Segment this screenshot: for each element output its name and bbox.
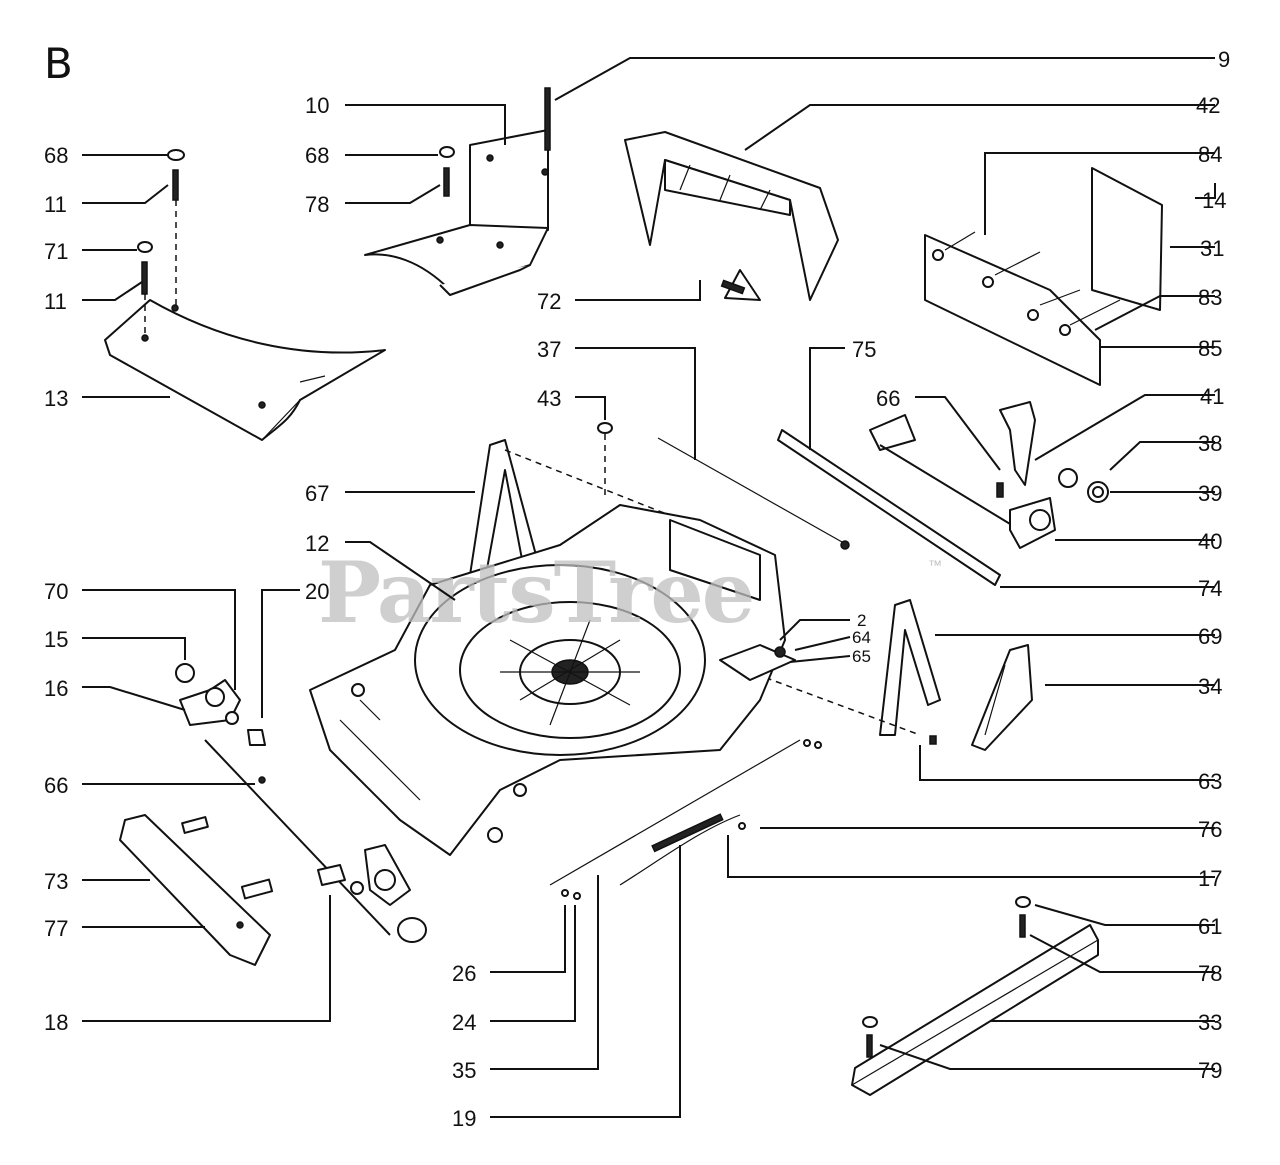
bracket-10-drawing bbox=[364, 87, 551, 296]
watermark: PartsTree bbox=[318, 543, 753, 642]
wheel-assembly-18-drawing bbox=[317, 844, 427, 943]
label-41: 41 bbox=[1200, 384, 1224, 409]
label-33: 33 bbox=[1198, 1010, 1222, 1035]
label-66-right: 66 bbox=[876, 386, 900, 411]
label-64: 64 bbox=[852, 628, 871, 647]
label-15: 15 bbox=[44, 627, 68, 652]
label-40: 40 bbox=[1198, 529, 1222, 554]
label-72: 72 bbox=[537, 289, 561, 314]
fasteners-68-11-71-drawing bbox=[137, 149, 185, 338]
label-66-left: 66 bbox=[44, 773, 68, 798]
label-42: 42 bbox=[1196, 93, 1220, 118]
rear-shield-42-drawing bbox=[624, 131, 839, 301]
label-16: 16 bbox=[44, 676, 68, 701]
label-68: 68 bbox=[44, 143, 68, 168]
mower-deck-12-drawing bbox=[309, 504, 796, 856]
label-65: 65 bbox=[852, 647, 871, 666]
axle-assembly-drawing bbox=[777, 401, 1109, 586]
label-85: 85 bbox=[1198, 336, 1222, 361]
label-31: 31 bbox=[1200, 236, 1224, 261]
label-79: 79 bbox=[1198, 1058, 1222, 1083]
panels-31-84-83-85-drawing bbox=[924, 167, 1163, 386]
label-67: 67 bbox=[305, 481, 329, 506]
watermark-trademark: ™ bbox=[928, 557, 942, 573]
label-2: 2 bbox=[857, 611, 866, 630]
label-84: 84 bbox=[1198, 142, 1222, 167]
section-letter: B bbox=[44, 39, 73, 88]
rod-37-drawing bbox=[597, 422, 850, 550]
label-34: 34 bbox=[1198, 674, 1222, 699]
label-14: 14 bbox=[1202, 188, 1226, 213]
cover-plate-13-drawing bbox=[104, 299, 386, 441]
part-34-drawing bbox=[971, 644, 1033, 751]
handle-69-drawing bbox=[744, 599, 941, 736]
label-68-upper: 68 bbox=[305, 143, 329, 168]
part-labels: 68 11 71 11 13 70 15 16 66 73 77 18 10 6… bbox=[44, 47, 1230, 1131]
part-72-drawing bbox=[720, 269, 761, 301]
label-10: 10 bbox=[305, 93, 329, 118]
label-74: 74 bbox=[1198, 576, 1222, 601]
label-77: 77 bbox=[44, 916, 68, 941]
label-11-lower: 11 bbox=[44, 289, 67, 314]
label-39: 39 bbox=[1198, 481, 1222, 506]
label-78-lower: 78 bbox=[1198, 961, 1222, 986]
label-24: 24 bbox=[452, 1010, 476, 1035]
label-78-upper: 78 bbox=[305, 192, 329, 217]
label-12: 12 bbox=[305, 531, 329, 556]
label-20: 20 bbox=[305, 579, 329, 604]
label-18: 18 bbox=[44, 1010, 68, 1035]
bar-33-drawing bbox=[851, 896, 1099, 1096]
label-26: 26 bbox=[452, 961, 476, 986]
label-19: 19 bbox=[452, 1106, 476, 1131]
label-69: 69 bbox=[1198, 624, 1222, 649]
label-17: 17 bbox=[1198, 866, 1222, 891]
label-63: 63 bbox=[1198, 769, 1222, 794]
leader-lines bbox=[82, 57, 1216, 1118]
label-70: 70 bbox=[44, 579, 68, 604]
label-76: 76 bbox=[1198, 817, 1222, 842]
label-73: 73 bbox=[44, 869, 68, 894]
label-35: 35 bbox=[452, 1058, 476, 1083]
handle-block-73-77-drawing bbox=[119, 814, 274, 966]
label-11: 11 bbox=[44, 192, 67, 217]
wheel-bracket-left-drawing bbox=[175, 663, 391, 936]
label-71: 71 bbox=[44, 239, 68, 264]
label-13: 13 bbox=[44, 386, 68, 411]
label-61: 61 bbox=[1198, 914, 1222, 939]
label-75: 75 bbox=[852, 337, 876, 362]
label-38: 38 bbox=[1198, 431, 1222, 456]
cable-assembly-drawing bbox=[549, 735, 937, 900]
label-43: 43 bbox=[537, 386, 561, 411]
label-83: 83 bbox=[1198, 285, 1222, 310]
label-9: 9 bbox=[1218, 47, 1230, 72]
label-37: 37 bbox=[537, 337, 561, 362]
